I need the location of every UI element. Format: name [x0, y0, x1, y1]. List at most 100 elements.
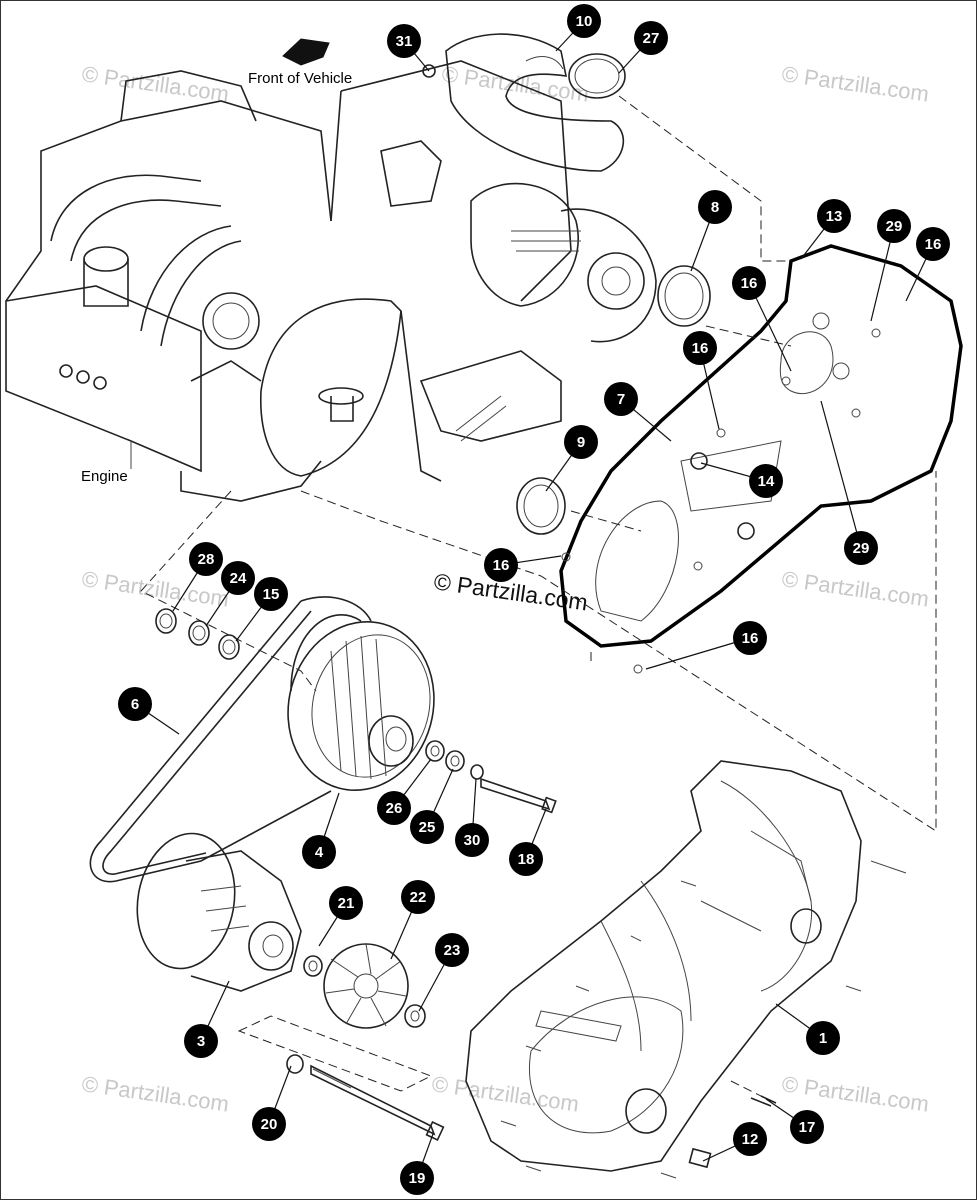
callout-29: 29 — [820, 400, 878, 565]
watermark-mid-right: © Partzilla.com — [780, 566, 930, 611]
callout-16: 16 — [732, 266, 792, 372]
callout-number: 13 — [826, 208, 843, 225]
clamp — [568, 53, 626, 99]
callout-badge — [184, 1024, 218, 1058]
callout-21: 21 — [318, 886, 363, 947]
callout-number: 25 — [419, 819, 436, 836]
callout-badge — [509, 842, 543, 876]
drive-belt — [89, 596, 372, 883]
callout-number: 23 — [444, 942, 461, 959]
callout-badge — [732, 266, 766, 300]
callout-number: 26 — [386, 800, 403, 817]
callout-number: 29 — [886, 218, 903, 235]
watermark-top-right: © Partzilla.com — [780, 61, 930, 106]
watermark-top-center: © Partzilla.com — [440, 61, 590, 106]
callout-number: 28 — [198, 551, 215, 568]
callout-number: 16 — [692, 340, 709, 357]
intake-duct — [422, 33, 625, 172]
callout-12: 12 — [702, 1122, 767, 1162]
callout-badge — [877, 209, 911, 243]
callout-badge — [410, 810, 444, 844]
callout-4: 4 — [302, 792, 340, 869]
callout-badge — [749, 464, 783, 498]
callout-number: 16 — [742, 630, 759, 647]
callout-badge — [329, 886, 363, 920]
callout-badge — [604, 382, 638, 416]
callout-9: 9 — [545, 425, 598, 492]
bolt-19 — [310, 1064, 445, 1141]
callout-10: 10 — [555, 4, 601, 52]
callout-number: 6 — [131, 696, 139, 713]
callout-number: 18 — [518, 851, 535, 868]
callout-14: 14 — [700, 462, 783, 498]
callout-number: 15 — [263, 586, 280, 603]
callout-number: 10 — [576, 13, 593, 30]
callout-badge — [455, 823, 489, 857]
fan-22 — [323, 943, 409, 1029]
callout-number: 1 — [819, 1030, 827, 1047]
seal-9 — [516, 477, 566, 535]
front-of-vehicle-indicator: Front of Vehicle — [248, 38, 352, 87]
callout-number: 24 — [230, 570, 247, 587]
callout-19: 19 — [400, 1133, 434, 1195]
callout-number: 9 — [577, 434, 585, 451]
front-of-vehicle-label: Front of Vehicle — [248, 70, 352, 87]
washers-top — [155, 608, 240, 660]
callout-badge — [254, 577, 288, 611]
callout-badge — [844, 531, 878, 565]
callout-number: 7 — [617, 391, 625, 408]
callout-number: 14 — [758, 473, 775, 490]
callout-badge — [377, 791, 411, 825]
callout-number: 31 — [396, 33, 413, 50]
callout-number: 27 — [643, 30, 660, 47]
callout-8: 8 — [690, 190, 732, 272]
watermark-top-left: © Partzilla.com — [80, 61, 230, 106]
callout-badge — [189, 542, 223, 576]
callout-13: 13 — [800, 199, 851, 260]
callout-16: 16 — [645, 621, 767, 670]
watermark-bottom-left: © Partzilla.com — [80, 1071, 230, 1116]
callout-leader-line — [645, 637, 751, 670]
arrow-icon — [282, 38, 330, 66]
callout-20: 20 — [252, 1065, 292, 1141]
callout-17: 17 — [765, 1098, 824, 1144]
callout-27: 27 — [618, 21, 668, 74]
callout-leader-line — [820, 400, 862, 549]
callout-badge — [817, 199, 851, 233]
callout-28: 28 — [172, 542, 223, 612]
callout-badge — [302, 835, 336, 869]
callout-23: 23 — [418, 933, 469, 1012]
callout-badge — [118, 687, 152, 721]
washer-23 — [404, 1004, 426, 1028]
callout-badge — [484, 548, 518, 582]
callout-badge — [400, 1161, 434, 1195]
callout-badge — [387, 24, 421, 58]
callout-number: 12 — [742, 1131, 759, 1148]
callout-26: 26 — [377, 758, 432, 825]
callout-number: 16 — [925, 236, 942, 253]
callout-layer: 3110278132916161679142916162824156262530… — [118, 4, 950, 1195]
callout-badge — [733, 1122, 767, 1156]
callout-badge — [698, 190, 732, 224]
callout-badge — [252, 1107, 286, 1141]
callout-1: 1 — [775, 1003, 840, 1055]
callout-22: 22 — [390, 880, 435, 960]
callout-3: 3 — [184, 980, 230, 1058]
callout-badge — [634, 21, 668, 55]
callout-badge — [221, 561, 255, 595]
callout-badge — [806, 1021, 840, 1055]
washers-middle — [425, 740, 484, 780]
outer-cover — [465, 760, 907, 1179]
washer-20 — [286, 1054, 304, 1074]
drive-clutch — [136, 832, 302, 992]
driven-clutch — [287, 614, 435, 791]
callout-31: 31 — [387, 24, 430, 72]
engine-assembly: Engine — [5, 60, 657, 502]
callout-badge — [564, 425, 598, 459]
callout-24: 24 — [205, 561, 255, 627]
assembly-line-right — [730, 1080, 772, 1102]
callout-number: 20 — [261, 1116, 278, 1133]
callout-6: 6 — [118, 687, 180, 735]
callout-number: 22 — [410, 889, 427, 906]
